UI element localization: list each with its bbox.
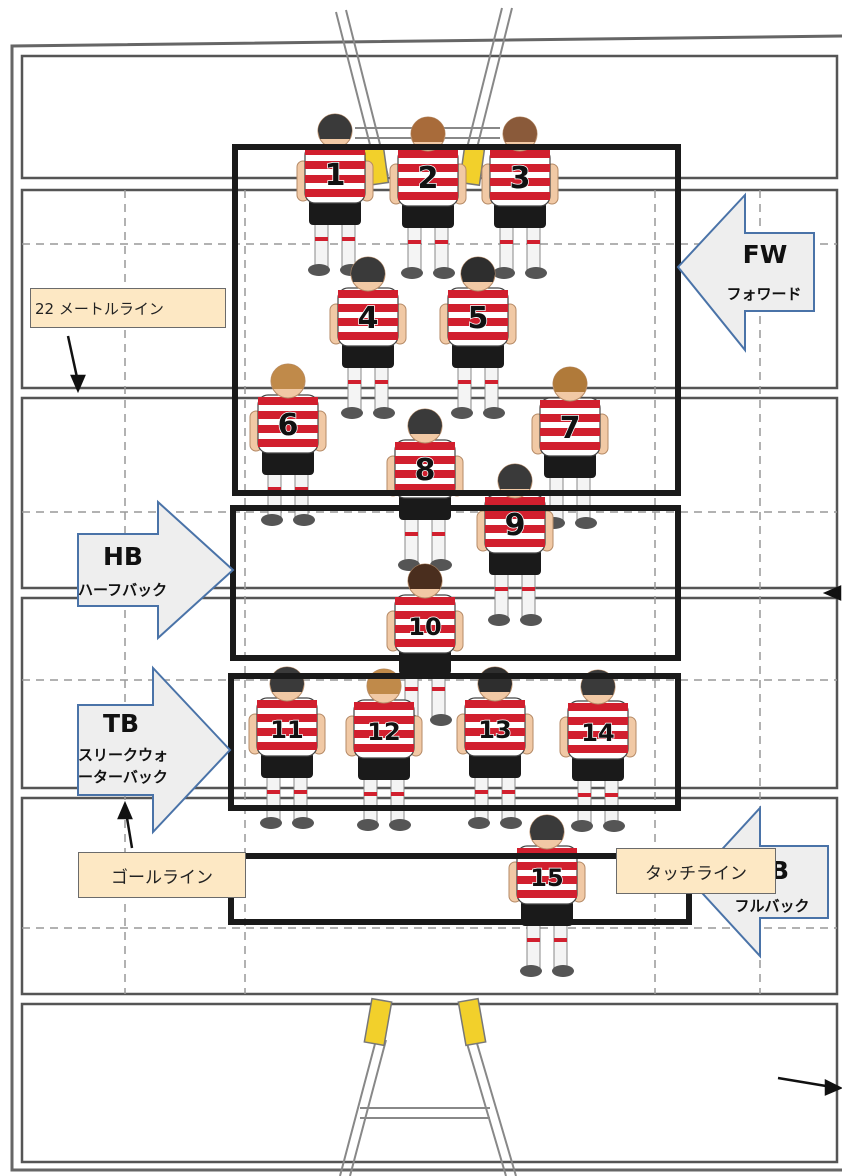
hb-box xyxy=(230,505,681,661)
player-3: 3 xyxy=(481,116,559,279)
player-5: 5 xyxy=(439,256,517,419)
hb-arrow xyxy=(77,499,235,641)
fw-box xyxy=(232,144,681,496)
touch-line-label: タッチライン xyxy=(616,848,776,894)
tb-name-line2: ーターバック xyxy=(78,768,168,786)
tb-name-line1: スリークウォ xyxy=(78,746,169,764)
post-pad xyxy=(363,997,393,1047)
jersey-number: 8 xyxy=(415,453,436,488)
hb-name: ハーフバック xyxy=(78,581,168,599)
player-13: 13 xyxy=(456,666,534,829)
player-1: 1 xyxy=(296,113,374,276)
field-border xyxy=(10,34,842,1172)
jersey-number: 1 xyxy=(325,158,346,193)
jersey-number: 2 xyxy=(418,161,439,196)
in-goal-bottom xyxy=(20,1002,839,1164)
jersey-number: 4 xyxy=(358,301,379,336)
player-4: 4 xyxy=(329,256,407,419)
jersey-number: 10 xyxy=(408,613,441,641)
tb-arrow xyxy=(77,665,232,835)
jersey-number: 7 xyxy=(560,411,581,446)
player-8: 8 xyxy=(386,408,464,571)
fw-name: フォワード xyxy=(726,285,802,303)
jersey-number: 9 xyxy=(505,508,526,543)
goal-line-label: ゴールライン xyxy=(78,852,246,898)
post-pad xyxy=(457,997,487,1047)
twenty-two-meter-line-label: 22 メートルライン xyxy=(30,288,226,328)
fb-name: フルバック xyxy=(734,897,810,915)
tb-abbr: TB xyxy=(102,709,140,738)
jersey-number: 11 xyxy=(270,716,303,744)
player-14: 14 xyxy=(559,669,637,832)
fw-arrow xyxy=(676,192,815,353)
hb-abbr: HB xyxy=(103,542,143,571)
jersey-number: 6 xyxy=(278,408,299,443)
jersey-number: 15 xyxy=(530,864,563,892)
jersey-number: 13 xyxy=(478,716,511,744)
player-2: 2 xyxy=(389,116,467,279)
jersey-number: 5 xyxy=(468,301,489,336)
jersey-number: 14 xyxy=(581,719,614,747)
jersey-number: 12 xyxy=(367,718,400,746)
pointer-arrows xyxy=(66,335,842,1096)
fw-abbr: FW xyxy=(742,240,788,269)
player-6: 6 xyxy=(249,363,327,526)
goal-posts-bottom xyxy=(339,997,517,1176)
jersey-number: 3 xyxy=(510,161,531,196)
tb-box xyxy=(228,673,681,811)
player-7: 7 xyxy=(531,366,609,529)
